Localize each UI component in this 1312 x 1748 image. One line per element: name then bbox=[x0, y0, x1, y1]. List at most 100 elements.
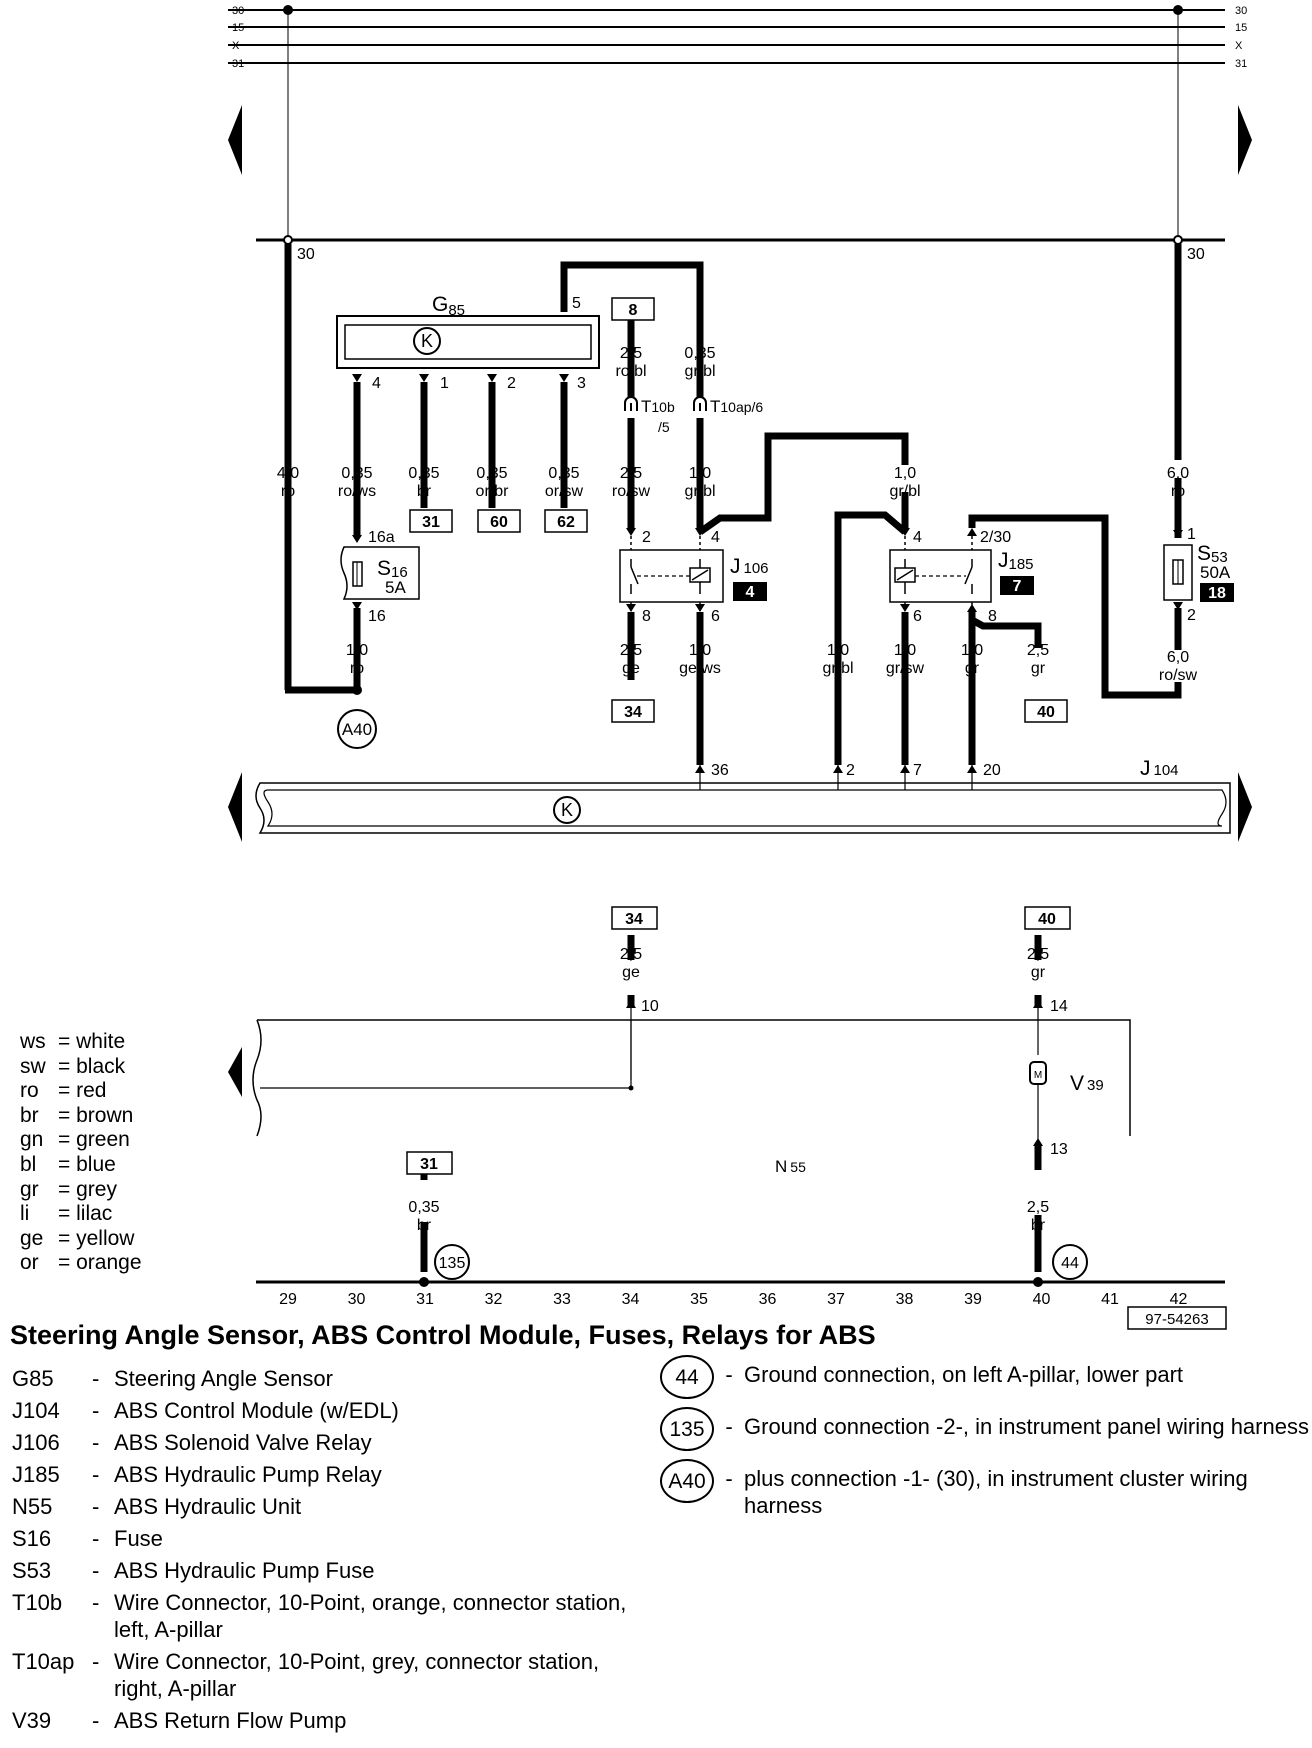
svg-text:or/sw: or/sw bbox=[545, 483, 584, 500]
svg-text:ge: ge bbox=[622, 964, 640, 981]
svg-text:T10ap/6: T10ap/6 bbox=[710, 397, 763, 416]
component-code: N55 bbox=[12, 1494, 53, 1519]
axis-number: 33 bbox=[553, 1291, 571, 1308]
wire-labels: 4,0 ro 0,35 ro/ws 0,35 br 0,35 or/br 0,3… bbox=[277, 345, 1198, 1234]
color-name: grey bbox=[76, 1177, 117, 1201]
s53-pins: 1 2 bbox=[1173, 526, 1196, 624]
motor-icon: M bbox=[1034, 1070, 1042, 1081]
thin-wires bbox=[630, 1008, 1039, 1145]
bus-lines bbox=[228, 9, 1225, 64]
svg-text:31: 31 bbox=[420, 1156, 438, 1173]
thick-wires bbox=[284, 244, 1182, 1272]
color-name: orange bbox=[76, 1251, 142, 1275]
continue-right-arrow-icon[interactable] bbox=[1238, 772, 1252, 842]
svg-text:2,5: 2,5 bbox=[620, 345, 642, 362]
bus-label-15-right: 15 bbox=[1235, 22, 1247, 34]
continue-left-arrow-icon[interactable] bbox=[228, 772, 242, 842]
color-code: bl bbox=[20, 1152, 37, 1176]
junction-dot bbox=[419, 1277, 429, 1287]
color-legend-row: ge= yellow bbox=[20, 1227, 142, 1252]
svg-text:S53: S53 bbox=[1197, 542, 1228, 566]
svg-text:2,5: 2,5 bbox=[620, 946, 642, 963]
svg-text:gr/bl: gr/bl bbox=[889, 483, 920, 500]
svg-text:4: 4 bbox=[711, 529, 720, 546]
ground-id-circle: 44 bbox=[660, 1355, 714, 1399]
svg-text:1: 1 bbox=[1187, 526, 1196, 543]
g85-steering-angle-sensor[interactable]: K G85 bbox=[336, 293, 600, 369]
svg-text:T10b: T10b bbox=[641, 397, 675, 416]
s16-pins: 16a 16 bbox=[352, 529, 395, 625]
axis-number: 37 bbox=[827, 1291, 845, 1308]
j185-relay[interactable]: J185 7 bbox=[889, 530, 1034, 612]
a40-connection: A40 bbox=[337, 685, 377, 749]
svg-text:0,35: 0,35 bbox=[408, 465, 439, 482]
component-code: T10b bbox=[12, 1590, 63, 1615]
figure-id: 97-54263 bbox=[1127, 1306, 1227, 1330]
equals-sign: = bbox=[58, 1226, 77, 1250]
component-description: ABS Control Module (w/EDL) bbox=[114, 1398, 399, 1423]
bus-labels-left: 30 15 X 31 bbox=[232, 5, 244, 70]
color-legend-row: ws= white bbox=[20, 1030, 142, 1055]
svg-text:7: 7 bbox=[1013, 578, 1022, 595]
svg-text:gr/bl: gr/bl bbox=[684, 363, 715, 380]
equals-sign: = bbox=[58, 1152, 77, 1176]
axis-number: 31 bbox=[416, 1291, 434, 1308]
svg-text:97-54263: 97-54263 bbox=[1145, 1311, 1208, 1328]
t10b-connector[interactable]: T10b /5 bbox=[624, 396, 675, 435]
svg-text:ge/ws: ge/ws bbox=[679, 660, 721, 677]
continue-right-arrow-icon[interactable] bbox=[1238, 105, 1252, 175]
svg-text:31: 31 bbox=[422, 514, 440, 531]
svg-text:2,5: 2,5 bbox=[1027, 642, 1049, 659]
svg-text:0,35: 0,35 bbox=[548, 465, 579, 482]
separator-dash: - bbox=[92, 1366, 100, 1391]
bus-label-31-right: 31 bbox=[1235, 58, 1247, 70]
continue-left-arrow-icon[interactable] bbox=[228, 105, 242, 175]
svg-text:br: br bbox=[417, 1217, 432, 1234]
wiring-diagram: 30 15 X 31 30 15 X 31 30 30 bbox=[228, 5, 1252, 1330]
svg-text:4: 4 bbox=[913, 529, 922, 546]
svg-text:ro/ws: ro/ws bbox=[338, 483, 376, 500]
ground-id-circle: 135 bbox=[660, 1407, 714, 1451]
svg-text:1,0: 1,0 bbox=[894, 642, 916, 659]
component-code: S16 bbox=[12, 1526, 52, 1551]
svg-text:1,0: 1,0 bbox=[827, 642, 849, 659]
component-list-item: J104-ABS Control Module (w/EDL) bbox=[12, 1397, 632, 1424]
j185-pins: 4 2/30 6 8 bbox=[900, 528, 1011, 625]
equals-sign: = bbox=[58, 1251, 77, 1275]
color-legend-row: gn= green bbox=[20, 1128, 142, 1153]
continue-left-arrow-icon[interactable] bbox=[228, 1047, 242, 1097]
component-list-item: S16-Fuse bbox=[12, 1525, 632, 1552]
svg-text:50A: 50A bbox=[1200, 563, 1231, 582]
separator-dash: - bbox=[92, 1430, 100, 1455]
component-code: V39 bbox=[12, 1708, 52, 1733]
separator-dash: - bbox=[725, 1414, 733, 1439]
svg-text:K: K bbox=[561, 800, 573, 820]
separator-dash: - bbox=[92, 1398, 100, 1423]
svg-text:44: 44 bbox=[1061, 1255, 1079, 1272]
t10ap-connector[interactable]: T10ap/6 bbox=[693, 396, 763, 416]
s16-fuse[interactable]: S16 5A bbox=[340, 546, 420, 600]
svg-text:gr/bl: gr/bl bbox=[684, 483, 715, 500]
svg-text:br: br bbox=[417, 483, 432, 500]
color-name: red bbox=[76, 1079, 107, 1103]
bus-labels-right: 30 15 X 31 bbox=[1235, 5, 1247, 70]
svg-text:/5: /5 bbox=[658, 419, 670, 435]
s53-fuse[interactable]: S53 50A 18 bbox=[1163, 542, 1234, 602]
ground-description: Ground connection, on left A-pillar, low… bbox=[744, 1362, 1184, 1387]
color-name: white bbox=[76, 1030, 126, 1053]
svg-text:4,0: 4,0 bbox=[277, 465, 299, 482]
svg-text:2: 2 bbox=[642, 529, 651, 546]
junction-dot bbox=[283, 235, 293, 245]
svg-text:0,35: 0,35 bbox=[408, 1199, 439, 1216]
svg-text:ro/sw: ro/sw bbox=[612, 483, 651, 500]
separator-dash: - bbox=[92, 1590, 100, 1615]
color-name: brown bbox=[76, 1103, 134, 1127]
svg-text:J185: J185 bbox=[998, 549, 1034, 573]
color-name: blue bbox=[76, 1152, 116, 1176]
